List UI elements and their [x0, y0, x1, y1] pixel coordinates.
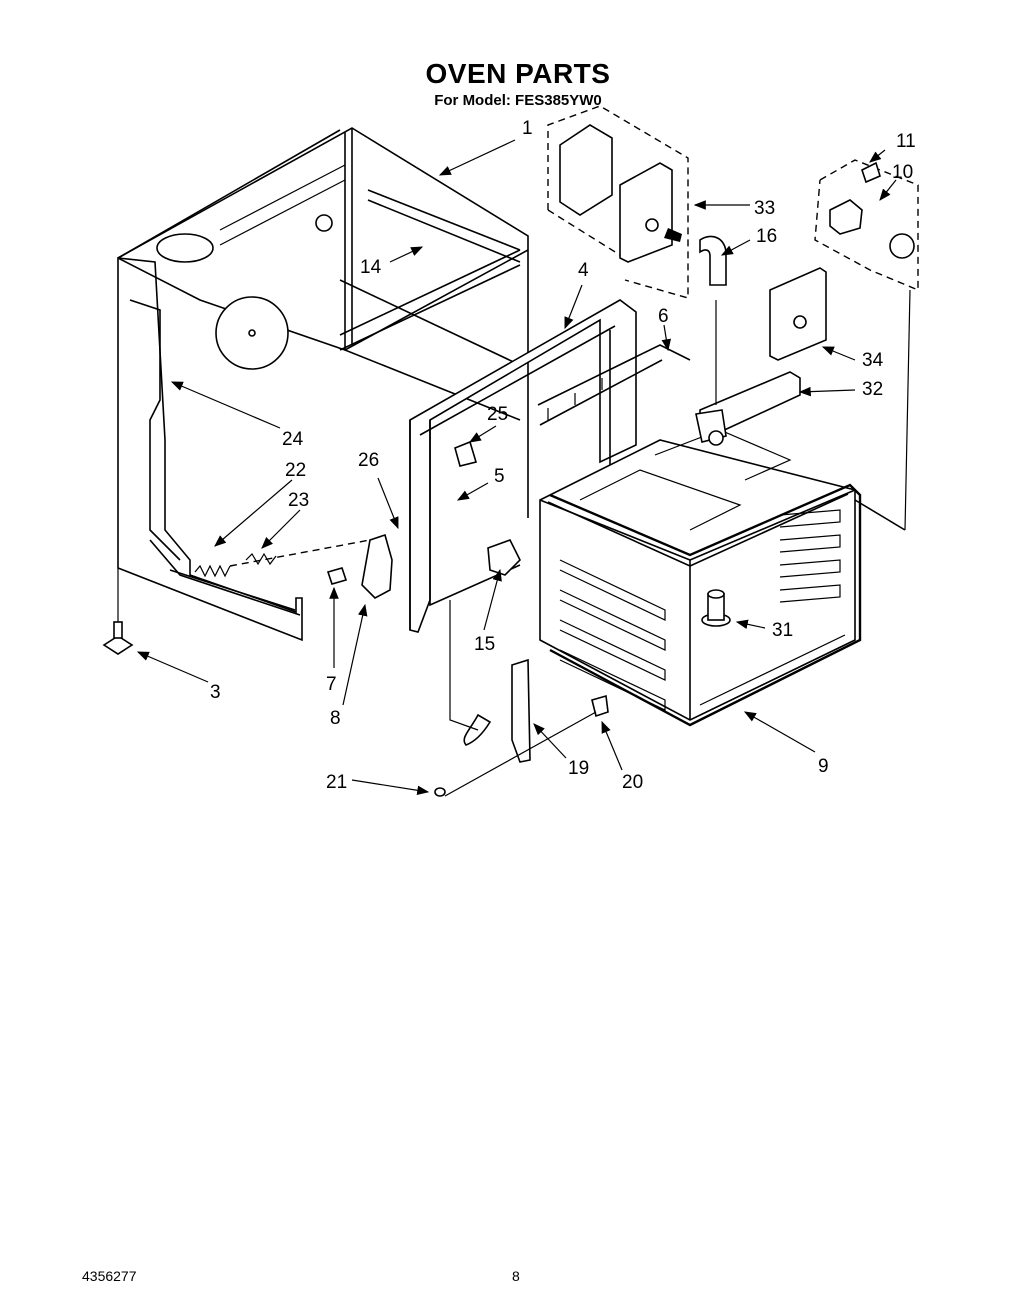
callout-20: 20: [622, 772, 643, 793]
door-hinge-parts: [326, 440, 609, 797]
callout-22: 22: [285, 460, 306, 481]
callout-9: 9: [818, 756, 829, 777]
callout-10: 10: [892, 162, 913, 183]
callout-7: 7: [326, 674, 337, 695]
part-10-11-group: [814, 159, 919, 531]
callout-5: 5: [494, 466, 505, 487]
callout-34: 34: [862, 350, 884, 371]
callout-32: 32: [862, 379, 883, 400]
callout-6: 6: [658, 306, 669, 327]
oven-liner-box: [539, 429, 906, 727]
leader-arrows: [136, 139, 897, 797]
callout-26: 26: [358, 450, 379, 471]
part-34-plate: [769, 267, 827, 361]
callout-19: 19: [568, 758, 589, 779]
callout-labels: 1 3 4 5 6 7 8 9 10 11 14 15 16 19 20 21 …: [210, 118, 916, 793]
model-subtitle: For Model: FES385YW0: [434, 92, 602, 109]
callout-14: 14: [360, 257, 382, 278]
oven-front-frame: [409, 299, 691, 633]
callout-8: 8: [330, 708, 341, 729]
page-title: OVEN PARTS: [425, 58, 611, 89]
callout-23: 23: [288, 490, 309, 511]
part-3-leveling-leg: [102, 621, 134, 655]
part-31-fitting: [701, 589, 731, 627]
callout-31: 31: [772, 620, 793, 641]
part-16-elbow: [699, 235, 727, 286]
callout-24: 24: [282, 429, 304, 450]
springs: [194, 539, 371, 578]
callout-11: 11: [896, 131, 916, 152]
oven-rack-slots: [559, 559, 666, 711]
callout-15: 15: [474, 634, 495, 655]
callout-16: 16: [756, 226, 777, 247]
callout-33: 33: [754, 198, 775, 219]
part-32-vent-duct: [695, 300, 801, 446]
rack-guides: [779, 509, 841, 603]
callout-1: 1: [522, 118, 533, 139]
part-33-group: [547, 105, 689, 299]
oven-body-frame: [117, 127, 529, 642]
document-number: 4356277: [82, 1268, 137, 1284]
page-number: 8: [512, 1268, 520, 1284]
callout-3: 3: [210, 682, 221, 703]
callout-4: 4: [578, 260, 589, 281]
callout-21: 21: [326, 772, 347, 793]
callout-25: 25: [487, 404, 508, 425]
